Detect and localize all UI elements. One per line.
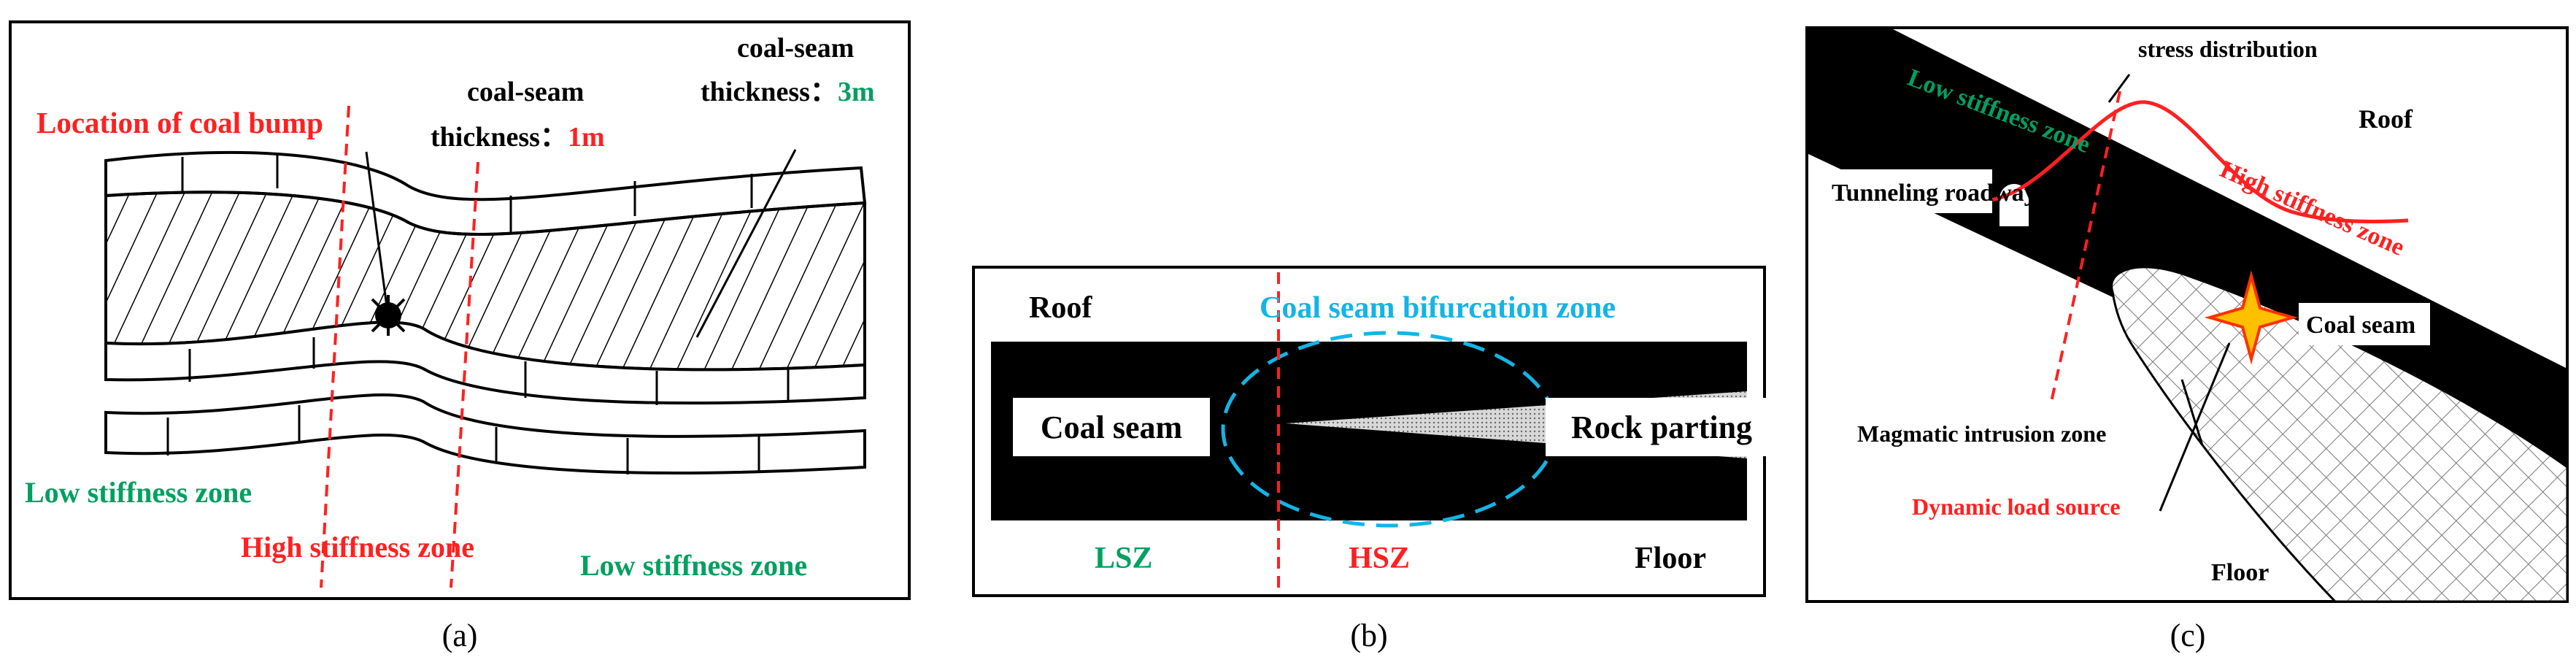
leader-coal-bump [365,151,388,307]
label-low-stiffness-right: Low stiffness zone [580,549,807,582]
label-coal-seam-c: Coal seam [2306,312,2415,339]
zone-boundary-left [320,105,350,588]
label-thickness-1m-line1: coal-seam [467,77,584,107]
panel-b: Roof Coal seam bifurcation zone Coal sea… [972,266,1778,653]
label-thickness-3m-line1: coal-seam [737,33,854,64]
thickness-1m-value: 1m [568,122,605,153]
middle-rock-band [104,320,866,405]
lower-rock-band [104,393,866,474]
label-magmatic-intrusion: Magmatic intrusion zone [1857,420,2106,447]
dynamic-load-star-icon [2204,270,2299,365]
caption-c: (c) [2170,618,2206,653]
zone-boundary-right [450,161,479,588]
zone-boundary-c [2049,91,2121,406]
stress-distribution-curve [1984,100,2409,224]
label-thickness-3m-line2: thickness：3m [701,77,875,107]
panel-c: stress distribution Low stiffness zone R… [1805,26,2569,653]
panel-a: Location of coal bump coal-seam thicknes… [9,20,911,653]
label-bifurcation-zone: Coal seam bifurcation zone [1260,291,1616,325]
label-floor-c: Floor [2211,559,2269,586]
tunneling-roadway-label-box [1824,169,1992,213]
label-tunneling-roadway: Tunneling roadway [1832,180,2037,207]
caption-b: (b) [1350,618,1387,653]
label-stress-distribution: stress distribution [2138,36,2318,62]
label-floor-b: Floor [1635,542,1706,575]
rock-parting-label-box [1546,398,1778,456]
thickness-1m-prefix: thickness： [431,122,568,153]
thickness-3m-value: 3m [838,77,875,107]
panel-a-strata [104,151,867,474]
label-low-stiffness-left: Low stiffness zone [25,476,252,509]
label-thickness-1m-line2: thickness：1m [431,122,605,153]
label-high-stiffness: High stiffness zone [241,531,474,564]
leader-magmatic [2180,379,2204,446]
coal-seam-c-label-box [2299,303,2430,345]
label-lsz: LSZ [1095,542,1152,575]
leader-3m [695,149,797,338]
label-coal-seam-b: Coal seam [1041,410,1182,445]
label-dynamic-load: Dynamic load source [1912,493,2121,520]
panel-c-strata [1807,28,2567,601]
coal-bump-icon [371,295,406,336]
label-location-coal-bump: Location of coal bump [36,106,323,139]
thickness-3m-prefix: thickness： [701,77,838,107]
coal-seam-label-box [1013,398,1210,456]
label-rock-parting: Rock parting [1571,410,1752,445]
caption-a: (a) [442,618,478,653]
leader-dynamic-load [2159,342,2231,512]
label-hsz: HSZ [1349,542,1410,575]
brick-joints [166,153,790,474]
label-roof-b: Roof [1029,291,1092,325]
label-roof-c: Roof [2359,104,2413,134]
leader-stress [2108,74,2131,103]
